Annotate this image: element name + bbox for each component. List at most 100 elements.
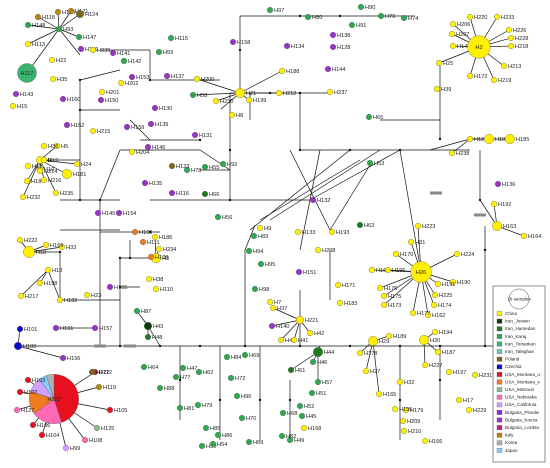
- node-label: H41: [298, 338, 308, 344]
- node-label: H193: [336, 230, 349, 236]
- haplotype-node-h108: H108: [81, 436, 102, 444]
- node-circle: [12, 90, 20, 98]
- node-label: H96: [241, 394, 251, 400]
- edge-h100-h156: [17, 345, 64, 359]
- haplotype-node-h228: H228: [507, 34, 528, 42]
- backbone-line: [199, 149, 231, 171]
- edge-h29-h165: [372, 340, 380, 395]
- node-label: H63: [364, 223, 374, 229]
- legend-label: China: [505, 311, 517, 316]
- node-label: H38: [153, 277, 163, 283]
- legend-label: USA_California: [505, 402, 537, 407]
- haplotype-node-h147: H147: [75, 33, 96, 41]
- haplotype-node-h138: H138: [329, 31, 350, 39]
- node-circle: [24, 40, 32, 48]
- legend-swatch: [496, 440, 503, 446]
- node-label: H29: [379, 339, 389, 345]
- node-circle: [414, 222, 422, 230]
- node-label: H58: [197, 93, 207, 99]
- node-circle: [81, 436, 89, 444]
- node-label: H226: [513, 28, 526, 34]
- node-circle: [286, 436, 294, 444]
- haplotype-node-h96: H96: [233, 392, 251, 400]
- haplotype-node-h150: H150: [97, 96, 118, 104]
- haplotype-node-h172: H172: [466, 72, 487, 80]
- node-label: H200: [201, 77, 214, 83]
- node-label: H130: [159, 106, 172, 112]
- node-circle: [54, 8, 62, 16]
- haplotype-node-h140: H140: [268, 322, 289, 330]
- haplotype-node-h223: H223: [414, 222, 435, 230]
- haplotype-node-h192: H192: [490, 200, 511, 208]
- haplotype-node-h11: H11: [24, 162, 42, 170]
- node-circle: [313, 347, 323, 357]
- node-label: H195: [399, 407, 412, 413]
- node-label: H237: [334, 90, 347, 96]
- legend-label: USA_Nebraska: [505, 395, 537, 400]
- node-label: H44: [324, 350, 334, 356]
- node-circle: [106, 283, 114, 291]
- node-label: H57: [322, 380, 332, 386]
- median-vector: [178, 378, 182, 382]
- node-circle: [453, 250, 461, 258]
- node-circle: [399, 417, 407, 425]
- backbone-line: [249, 149, 351, 231]
- haplotype-node-h132: H132: [309, 196, 330, 204]
- backbone-line: [129, 119, 151, 141]
- haplotype-node-h117: H117: [17, 63, 37, 83]
- node-label: H122: [96, 370, 109, 376]
- haplotype-node-h54: H54: [209, 440, 227, 448]
- node-label: H209: [407, 419, 420, 425]
- node-circle: [365, 113, 373, 121]
- node-label: H23: [91, 293, 101, 299]
- node-label: H68: [287, 411, 297, 417]
- haplotype-node-h135: H135: [141, 179, 162, 187]
- node-label: H3: [162, 256, 169, 262]
- node-label: H134: [291, 44, 304, 50]
- node-circle: [194, 401, 202, 409]
- haplotype-node-h159: H159: [123, 123, 144, 131]
- haplotype-node-h183: H183: [336, 299, 357, 307]
- median-vector: [483, 248, 487, 252]
- edge-h12-h238: [451, 138, 471, 154]
- haplotype-node-h119: H119: [95, 383, 116, 391]
- median-vector: [268, 91, 272, 95]
- haplotype-node-h43: H43: [144, 322, 163, 330]
- node-circle: [179, 364, 187, 372]
- backbone-line: [479, 199, 498, 227]
- median-vector: [148, 230, 152, 234]
- legend-label: Poland: [505, 357, 520, 362]
- node-circle: [421, 437, 429, 445]
- node-circle: [409, 309, 417, 317]
- node-label: H227: [429, 363, 442, 369]
- node-label: H154: [123, 211, 136, 217]
- haplotype-node-h199: H199: [245, 96, 266, 104]
- node-label: H234: [163, 247, 176, 253]
- node-circle: [13, 406, 21, 414]
- node-label: H216: [48, 178, 61, 184]
- haplotype-node-h95: H95: [257, 260, 275, 268]
- legend-scale-circle: [508, 288, 530, 310]
- node-circle: [257, 260, 265, 268]
- backbone-line: [329, 164, 371, 231]
- node-label: H31: [415, 240, 425, 246]
- haplotype-node-h230: H230: [212, 97, 233, 105]
- node-circle: [391, 405, 399, 413]
- node-label: H183: [344, 301, 357, 307]
- haplotype-node-h218: H218: [507, 42, 528, 50]
- node-circle: [448, 149, 456, 157]
- node-label: H21: [246, 91, 256, 97]
- node-circle: [278, 432, 286, 440]
- node-label: H152: [71, 123, 84, 129]
- node-label: H131: [199, 133, 212, 139]
- node-label: H142: [128, 59, 141, 65]
- node-circle: [163, 72, 171, 80]
- node-label: H11: [32, 164, 42, 170]
- node-circle: [202, 424, 210, 432]
- node-label: H157: [99, 326, 112, 332]
- node-label: H87: [141, 309, 151, 315]
- node-circle: [377, 12, 385, 20]
- node-circle: [228, 111, 236, 119]
- node-circle: [36, 279, 44, 287]
- node-circle: [433, 85, 441, 93]
